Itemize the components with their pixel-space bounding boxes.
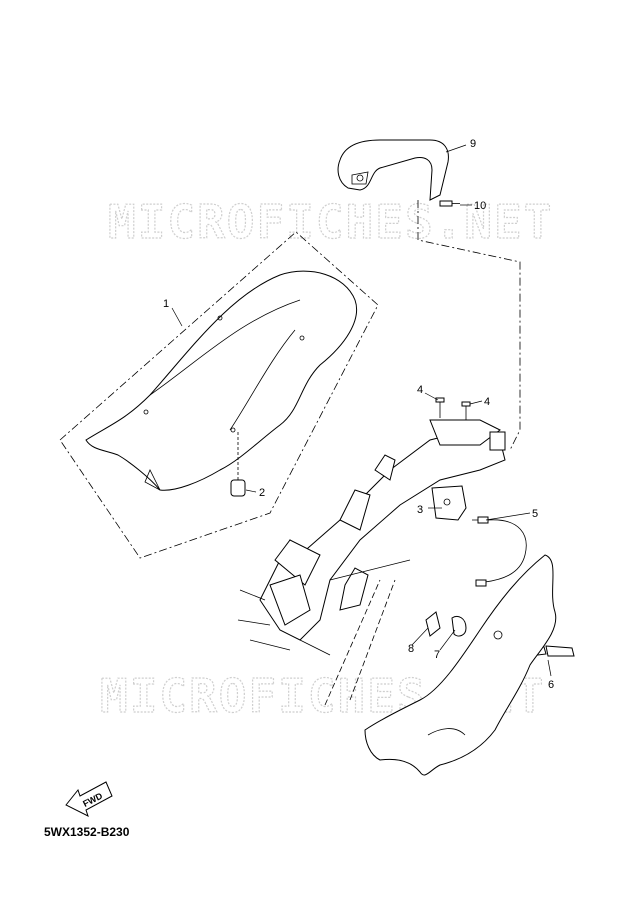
callout-5: 5 bbox=[532, 508, 538, 520]
screw-left bbox=[435, 397, 445, 418]
rear-frame bbox=[237, 419, 506, 706]
catalog-code: 5WX1352-B230 bbox=[44, 825, 130, 839]
callout-10: 10 bbox=[474, 200, 486, 212]
seat-group-boundary bbox=[59, 231, 379, 559]
callout-4-left: 4 bbox=[417, 384, 423, 396]
callout-3: 3 bbox=[417, 504, 423, 516]
side-cover bbox=[364, 554, 557, 776]
watermark-top: MICROFICHES.NET bbox=[108, 195, 553, 249]
callout-8: 8 bbox=[408, 643, 414, 655]
grab-bar bbox=[337, 139, 449, 201]
seat bbox=[85, 270, 357, 491]
callout-6: 6 bbox=[548, 679, 554, 691]
holder bbox=[451, 615, 467, 637]
callout-9: 9 bbox=[470, 138, 476, 150]
callout-7: 7 bbox=[434, 649, 440, 661]
seat-lock bbox=[431, 485, 467, 521]
callout-4-right: 4 bbox=[484, 396, 490, 408]
grab-bar-link-line bbox=[417, 200, 521, 451]
clip bbox=[425, 611, 441, 637]
seat-lock-cable bbox=[472, 516, 527, 587]
grab-bar-bolt bbox=[439, 200, 460, 207]
forward-arrow-icon: FWD bbox=[65, 781, 113, 817]
screw-right bbox=[461, 401, 471, 420]
seat-damper bbox=[230, 432, 246, 497]
leader-lines bbox=[171, 144, 552, 677]
callout-1: 1 bbox=[163, 298, 169, 310]
callout-2: 2 bbox=[259, 487, 265, 499]
